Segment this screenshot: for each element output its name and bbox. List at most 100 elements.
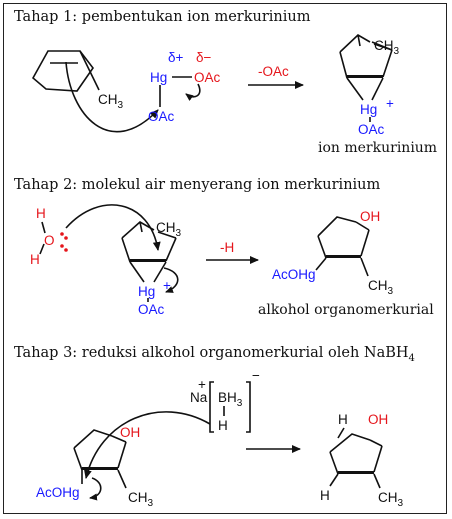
- hg-bond-right: [371, 77, 384, 101]
- alc-ring-joint: [355, 221, 370, 231]
- step-3-reactant: OH AcOHg CH3: [36, 425, 154, 509]
- water-h-top: H: [36, 206, 46, 221]
- int-front-bond: [130, 259, 166, 262]
- alkene-attack-arrow: [65, 61, 159, 133]
- hg-bond-left: [346, 77, 364, 101]
- ring-bridge: [357, 34, 361, 47]
- alcohol-methyl: CH3: [368, 278, 394, 297]
- p3-ch: CH: [378, 490, 398, 505]
- oac-bottom-label: OAc: [148, 109, 175, 124]
- step-2-heading: Tahap 2: molekul air menyerang ion merku…: [14, 177, 381, 193]
- water-h-bottom: H: [30, 252, 40, 267]
- alc-ring-top: [317, 216, 357, 237]
- p3-ring-right: [373, 445, 383, 473]
- r3-acohg: AcOHg: [36, 485, 80, 500]
- methyl-bond: [79, 50, 100, 91]
- alc-acohg-bond: [315, 257, 327, 271]
- intermediate-hg: Hg: [138, 284, 155, 299]
- int-ring-back-right: [157, 231, 177, 239]
- delta-minus-label: δ−: [196, 50, 212, 65]
- sodium-charge: +: [198, 377, 206, 392]
- p1-ch: CH: [374, 38, 394, 53]
- product-1-oac: OAc: [358, 122, 385, 137]
- sodium-borohydride: Na + BH3 H −: [190, 368, 260, 433]
- i-ch: CH: [156, 220, 176, 235]
- p3-ring-top: [329, 433, 371, 453]
- r3-ring-left: [73, 447, 83, 471]
- int-ring-left: [121, 237, 131, 263]
- ring-back-left: [339, 34, 371, 53]
- ring-opening-arrow: [163, 267, 179, 293]
- a-ch: CH: [368, 278, 388, 293]
- p3-sub: 3: [398, 498, 404, 509]
- ring-right: [382, 49, 393, 78]
- step-2-arrow-label: -H: [220, 240, 234, 255]
- oh-bond-bottom: [39, 243, 45, 255]
- step-3-heading-subscript: 4: [408, 352, 415, 364]
- step-1-heading: Tahap 1: pembentukan ion merkurinium: [14, 9, 311, 25]
- p3-methyl-bond: [373, 473, 381, 489]
- p1-sub: 3: [394, 46, 400, 57]
- p3-h-bottom-bond: [329, 473, 339, 487]
- final-alcohol-product: H OH H CH3: [320, 412, 404, 509]
- r3-methyl: CH3: [128, 490, 154, 509]
- methyl-stub: [371, 41, 393, 51]
- a-sub: 3: [388, 286, 394, 297]
- alc-ring-right: [360, 229, 370, 257]
- r3-ch: CH: [128, 490, 148, 505]
- lone-pair-dot: [64, 248, 68, 252]
- lone-pair-dot: [60, 232, 64, 236]
- mercuric-acetate-reagent: δ+ δ− Hg OAc OAc: [148, 50, 221, 124]
- complex-charge: −: [252, 368, 260, 383]
- bond-break-arrow: [185, 83, 201, 101]
- intermediate-hg-charge: +: [163, 278, 171, 293]
- int-hg-bond-right: [153, 261, 167, 283]
- alc-methyl-bond: [360, 257, 369, 277]
- r3-ring-right: [117, 441, 127, 469]
- organomercurial-alcohol: OH AcOHg CH3: [272, 209, 394, 297]
- r3-front-bond: [82, 467, 118, 470]
- product-1-hg-charge: +: [386, 96, 394, 111]
- delta-plus-label: δ+: [168, 50, 184, 65]
- p3-ring-left: [329, 451, 339, 475]
- ring-left: [339, 51, 348, 79]
- water-molecule: H O H: [30, 206, 68, 267]
- left-bracket: [209, 381, 214, 433]
- p3-h-top-bond: [337, 427, 345, 439]
- methyl-ch: CH: [98, 92, 118, 107]
- step-1-product-caption: ion merkurinium: [318, 140, 438, 156]
- product-1-methyl: CH3: [374, 38, 400, 57]
- alc-ring-left: [317, 235, 327, 259]
- i-sub: 3: [176, 228, 182, 239]
- int-ring-bridge: [139, 221, 143, 233]
- r3-ring-joint: [111, 435, 127, 443]
- water-attack-arrow: [65, 204, 161, 251]
- r3-methyl-bond: [117, 469, 127, 489]
- step-3-heading-text: Tahap 3: reduksi alkohol organomerkurial…: [14, 345, 415, 364]
- sodium-label: Na: [190, 390, 208, 405]
- mercurinium-ion: CH3 Hg + OAc: [339, 34, 400, 137]
- int-ring-right: [165, 237, 177, 262]
- p3-ring-joint: [369, 439, 383, 447]
- water-o: O: [44, 233, 55, 248]
- cyclopentene-ring: [31, 50, 94, 92]
- mercurinium-intermediate: CH3 Hg + OAc: [121, 220, 182, 317]
- right-bracket: [246, 381, 251, 433]
- lone-pair-dot: [60, 244, 64, 248]
- hydride-transfer-arrow: [83, 411, 211, 479]
- methyl-label: CH3: [98, 92, 124, 111]
- intermediate-methyl: CH3: [156, 220, 182, 239]
- bh3-label: BH3: [218, 390, 243, 409]
- methyl-subscript: 3: [118, 100, 124, 111]
- int-hg-bond-left: [129, 261, 145, 283]
- p3-methyl: CH3: [378, 490, 404, 509]
- alc-front-bond: [326, 255, 361, 258]
- step-2-product-caption: alkohol organomerkurial: [258, 302, 434, 318]
- p3-front-bond: [338, 471, 374, 474]
- lone-pair-dot: [64, 236, 68, 240]
- step-1-arrow-label: -OAc: [258, 64, 289, 79]
- figure-frame: [3, 3, 447, 514]
- hydride-label: H: [218, 418, 228, 433]
